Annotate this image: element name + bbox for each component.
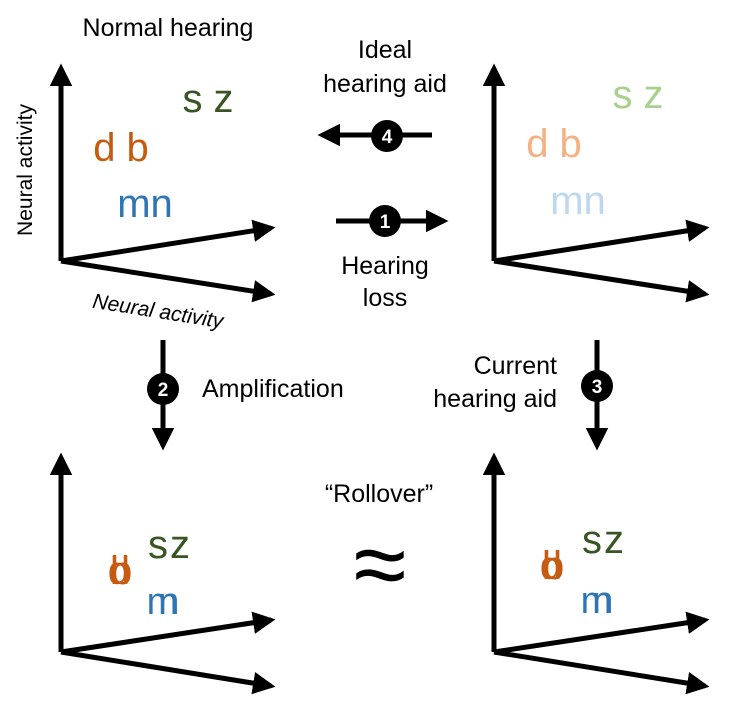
step-2-amplification: 2 Amplification bbox=[147, 340, 344, 451]
step-3-label-line2: hearing aid bbox=[433, 385, 557, 413]
phoneme-sz-merged: sz bbox=[582, 518, 626, 562]
rollover-comparison: “Rollover” ≈ bbox=[325, 480, 433, 618]
phoneme-mn-merged: mn bbox=[581, 580, 612, 622]
phoneme-mn-faded: mn bbox=[550, 179, 606, 223]
x-axis-upper bbox=[60, 611, 276, 655]
step-4-badge bbox=[371, 120, 403, 152]
x-axis-lower bbox=[493, 258, 710, 303]
phoneme-db: d b bbox=[93, 126, 149, 170]
step-3-number: 3 bbox=[592, 377, 603, 398]
step-1-badge bbox=[369, 205, 401, 237]
x-axis-upper bbox=[493, 611, 710, 655]
step-4-label-line2: hearing aid bbox=[323, 70, 447, 98]
step-3-label-line1: Current bbox=[474, 352, 557, 380]
panel-normal-hearing: Normal hearing Neural activity Neural ac… bbox=[14, 14, 276, 334]
phoneme-mn: mn bbox=[117, 182, 173, 226]
phoneme-db-faded: d b bbox=[526, 122, 582, 166]
step-4-label-line1: Ideal bbox=[358, 36, 412, 64]
panel-hearing-loss: s z d b mn bbox=[482, 63, 710, 303]
step-1-label-line1: Hearing bbox=[341, 252, 429, 280]
step-3-current-hearing-aid: Current hearing aid 3 bbox=[433, 340, 613, 451]
x-axis-label: Neural activity bbox=[91, 290, 226, 334]
x-axis-upper bbox=[493, 219, 710, 264]
x-axis-lower bbox=[493, 649, 710, 695]
step-1-number: 1 bbox=[380, 212, 391, 233]
panel-amplification: sz db mn bbox=[49, 452, 276, 695]
phoneme-mn-merged: mn bbox=[147, 581, 178, 623]
phoneme-db-merged: db bbox=[540, 544, 563, 588]
phoneme-sz-faded: s z bbox=[612, 73, 663, 117]
step-3-badge bbox=[581, 370, 613, 402]
x-axis-lower bbox=[60, 258, 276, 303]
phoneme-sz-merged: sz bbox=[148, 523, 192, 567]
panel-current-hearing-aid: sz db mn bbox=[482, 452, 710, 695]
phoneme-db-merged: db bbox=[108, 549, 131, 593]
step-1-hearing-loss: 1 Hearing loss bbox=[336, 205, 449, 312]
x-axis-lower bbox=[60, 649, 276, 695]
step-1-label-line2: loss bbox=[363, 284, 407, 312]
step-4-ideal-hearing-aid: Ideal hearing aid 4 bbox=[317, 36, 447, 152]
x-axis-upper bbox=[60, 219, 276, 264]
rollover-label: “Rollover” bbox=[325, 480, 433, 508]
panel-title-normal-hearing: Normal hearing bbox=[83, 14, 254, 42]
phoneme-sz: s z bbox=[182, 77, 233, 121]
step-4-number: 4 bbox=[382, 127, 393, 148]
step-2-number: 2 bbox=[158, 380, 169, 401]
step-2-label: Amplification bbox=[202, 375, 344, 403]
y-axis-label: Neural activity bbox=[14, 104, 37, 236]
approx-equal-symbol: ≈ bbox=[354, 511, 407, 618]
step-2-badge bbox=[147, 373, 179, 405]
